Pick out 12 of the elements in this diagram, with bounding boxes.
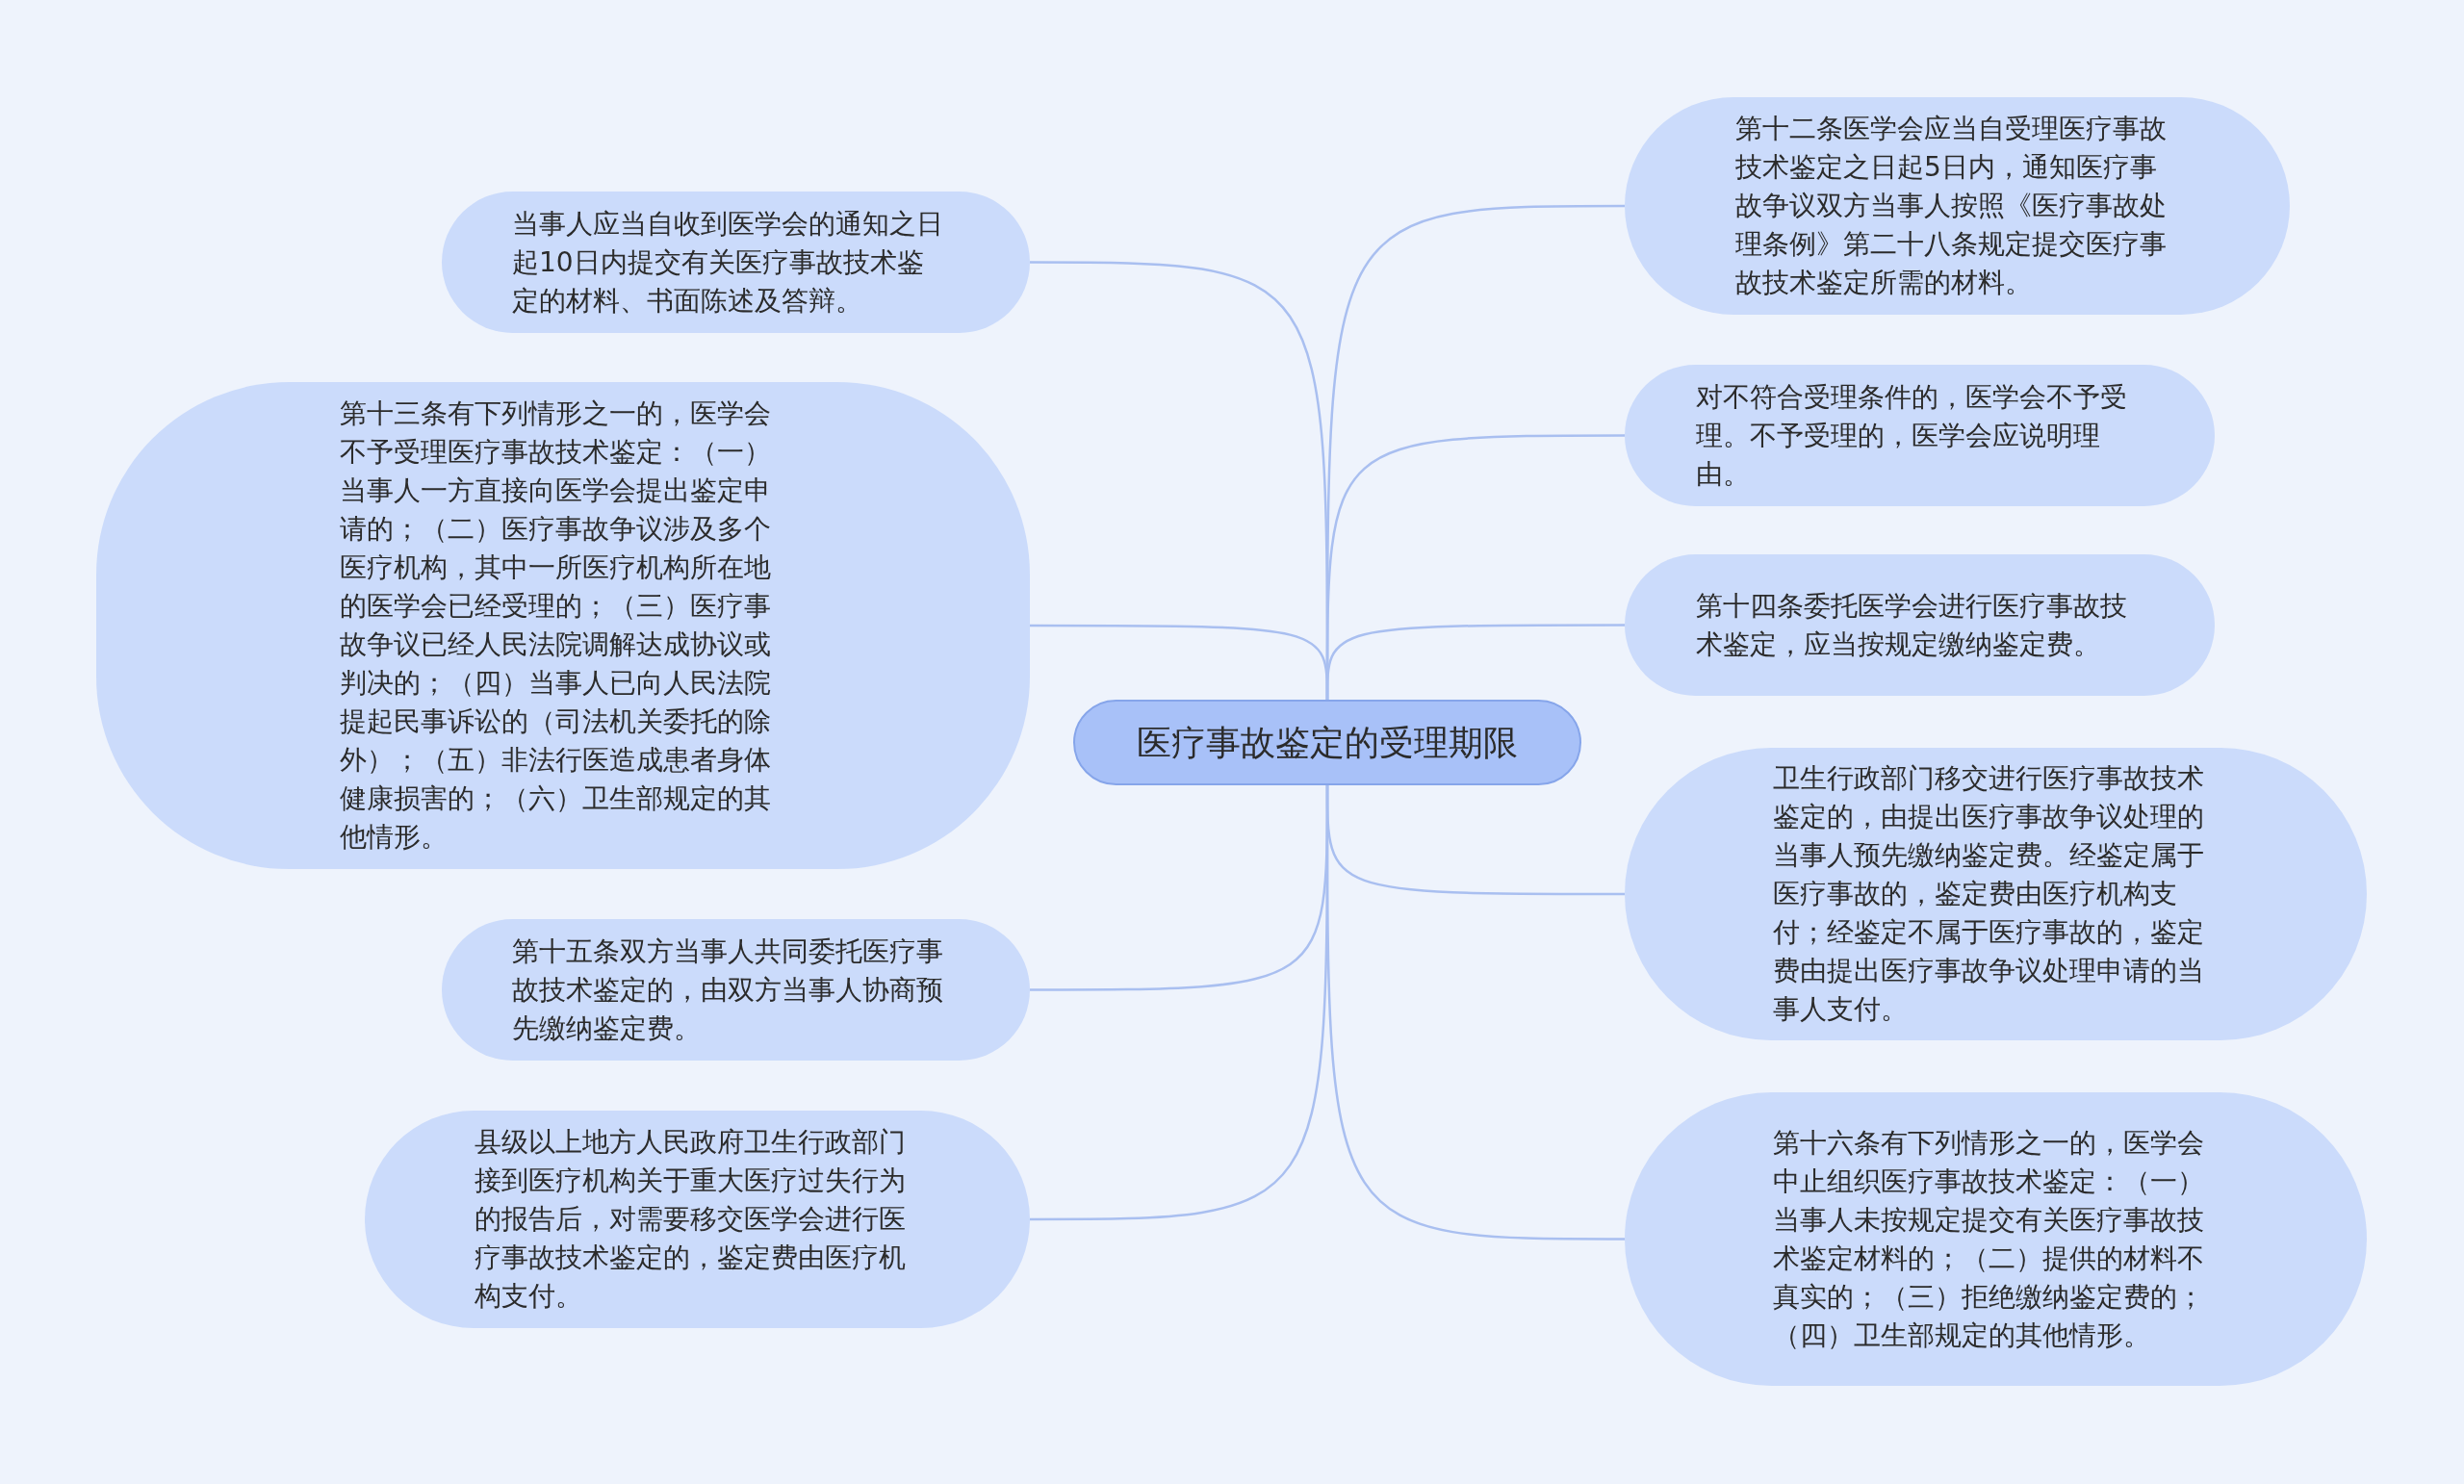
connector-line xyxy=(1325,624,1625,700)
node-text: 当事人应当自收到医学会的通知之日起10日内提交有关医疗事故技术鉴定的材料、书面陈述及答辩。 xyxy=(512,206,944,319)
node-text: 医疗事故鉴定的受理期限 xyxy=(1137,721,1518,764)
node-text: 第十六条有下列情形之一的，医学会中止组织医疗事故技术鉴定：（一）当事人未按规定提交有关医疗事故技术鉴定材料的；（二）提供的材料不真实的；（三）拒绝缴纳鉴定费的；（四）卫生部规定的其他情形。 xyxy=(1773,1125,2205,1353)
node-text: 卫生行政部门移交进行医疗事故技术鉴定的，由提出医疗事故争议处理的当事人预先缴纳鉴定费。经鉴定属于医疗事故的，鉴定费由医疗机构支付；经鉴定不属于医疗事故的，鉴定费由提出医疗事故争议处理申请的当事人支付。 xyxy=(1773,761,2205,1027)
node-text: 第十三条有下列情形之一的，医学会不予受理医疗事故技术鉴定：（一）当事人一方直接向医学会提出鉴定申请的；（二）医疗事故争议涉及多个医疗机构，其中一所医疗机构所在地的医学会已经受理的；（三）医疗事故争议已经人民法院调解达成协议或判决的；（四）当事人已向人民法院提起民事诉讼的（司法机关委托的除外）；（五）非法行医造成患者身体健康损害的；（六）卫生部规定的其他情形。 xyxy=(340,397,772,855)
node-text: 第十二条医学会应当自受理医疗事故技术鉴定之日起5日内，通知医疗事故争议双方当事人按照《医疗事故处理条例》第二十八条规定提交医疗事故技术鉴定所需的材料。 xyxy=(1735,112,2168,300)
node-text: 第十五条双方当事人共同委托医疗事故技术鉴定的，由双方当事人协商预先缴纳鉴定费。 xyxy=(512,934,944,1046)
node-text: 对不符合受理条件的，医学会不予受理。不予受理的，医学会应说明理由。 xyxy=(1696,379,2128,492)
connector-line xyxy=(1325,785,1625,1241)
node-text: 第十四条委托医学会进行医疗事故技术鉴定，应当按规定缴纳鉴定费。 xyxy=(1696,588,2128,662)
node-text: 县级以上地方人民政府卫生行政部门接到医疗机构关于重大医疗过失行为的报告后，对需要移交医学会进行医疗事故技术鉴定的，鉴定费由医疗机构支付。 xyxy=(475,1125,907,1314)
